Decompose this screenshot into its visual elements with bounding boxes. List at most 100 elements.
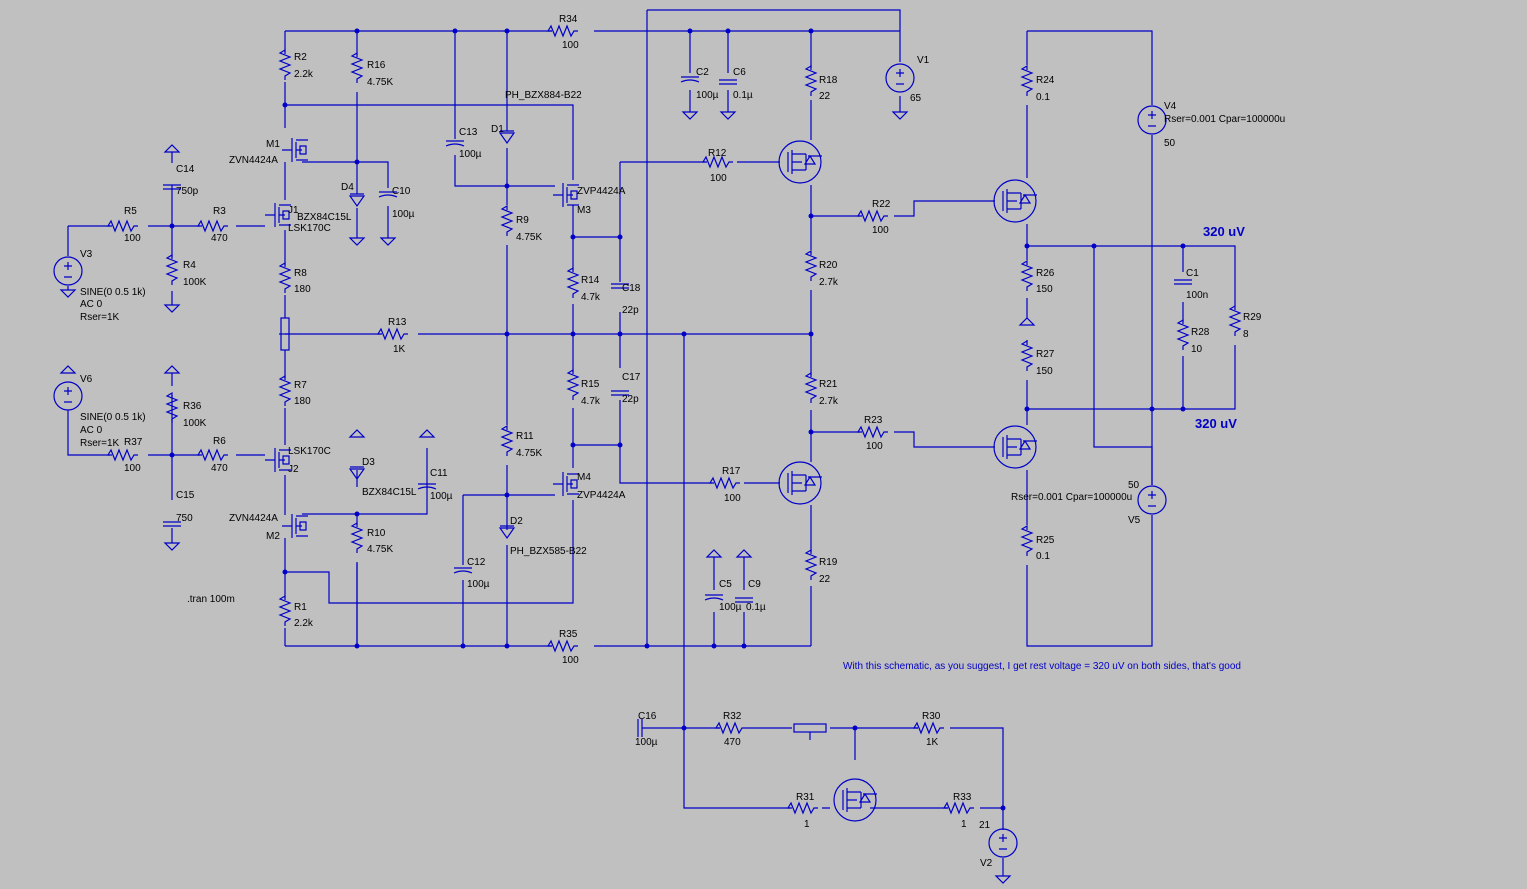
R25-name: R25 bbox=[1036, 535, 1055, 546]
R3-value: 470 bbox=[211, 233, 228, 244]
R6-value: 470 bbox=[211, 463, 228, 474]
R24-value: 0.1 bbox=[1036, 92, 1050, 103]
R17-name: R17 bbox=[722, 466, 741, 477]
R11-value: 4.75K bbox=[516, 448, 542, 459]
R21-value: 2.7k bbox=[819, 396, 839, 407]
R3-name: R3 bbox=[213, 206, 226, 217]
R31-value: 1 bbox=[804, 819, 810, 830]
capacitor-symbol bbox=[1173, 279, 1193, 285]
D4-name: D4 bbox=[341, 182, 354, 193]
C11-name: C11 bbox=[430, 468, 448, 479]
resistor-symbol bbox=[805, 250, 817, 282]
C6-value: 0.1µ bbox=[733, 90, 753, 101]
resistor-symbol bbox=[1229, 305, 1241, 337]
resistor-symbol bbox=[501, 425, 513, 457]
resistor-symbol bbox=[197, 449, 229, 461]
R23-name: R23 bbox=[864, 415, 883, 426]
resistor-symbol bbox=[197, 220, 229, 232]
zener-diode-symbol bbox=[349, 193, 365, 207]
R28-value: 10 bbox=[1191, 344, 1203, 355]
C16-value: 100µ bbox=[635, 737, 658, 748]
R5-name: R5 bbox=[124, 206, 137, 217]
R1-name: R1 bbox=[294, 602, 307, 613]
R2-name: R2 bbox=[294, 52, 307, 63]
resistor-symbol bbox=[1021, 65, 1033, 97]
R37-value: 100 bbox=[124, 463, 141, 474]
R4-value: 100K bbox=[183, 277, 207, 288]
R27-name: R27 bbox=[1036, 349, 1055, 360]
R35-value: 100 bbox=[562, 655, 579, 666]
C13-value: 100µ bbox=[459, 149, 482, 160]
R7-name: R7 bbox=[294, 380, 307, 391]
M1-name: M1 bbox=[266, 139, 280, 150]
resistor-symbol bbox=[567, 267, 579, 299]
R14-name: R14 bbox=[581, 275, 600, 286]
V4-name: V4 bbox=[1164, 101, 1177, 112]
J1-name: J1 bbox=[288, 205, 299, 216]
R19-name: R19 bbox=[819, 557, 838, 568]
resistor-symbol bbox=[857, 426, 889, 438]
R29-name: R29 bbox=[1243, 312, 1262, 323]
M2-value: ZVN4424A bbox=[229, 513, 278, 524]
M3-value: ZVP4424A bbox=[577, 186, 626, 197]
resistor-symbol bbox=[279, 595, 291, 627]
R4-name: R4 bbox=[183, 260, 196, 271]
component-labels: R34 100 R35 100 R2 2.2k R16 4.75K R1 2.2… bbox=[80, 14, 1285, 869]
resistor-symbol bbox=[351, 52, 363, 84]
resistor-symbol bbox=[1021, 340, 1033, 372]
bottom-voltage-annotation: 320 uV bbox=[1195, 416, 1237, 431]
R5-value: 100 bbox=[124, 233, 141, 244]
trimmer-pot bbox=[793, 723, 827, 733]
resistor-symbol bbox=[166, 254, 178, 286]
R17-value: 100 bbox=[724, 493, 741, 504]
resistor-symbol bbox=[1021, 525, 1033, 557]
R36-value: 100K bbox=[183, 418, 207, 429]
R33-value: 1 bbox=[961, 819, 967, 830]
R9-name: R9 bbox=[516, 215, 529, 226]
resistor-symbol bbox=[1177, 319, 1189, 351]
resistor-symbol bbox=[805, 65, 817, 97]
C11-value: 100µ bbox=[430, 491, 453, 502]
M2-name: M2 bbox=[266, 531, 280, 542]
R19-value: 22 bbox=[819, 574, 831, 585]
V4-value: 50 bbox=[1164, 138, 1176, 149]
R14-value: 4.7k bbox=[581, 292, 601, 303]
V6-rser: Rser=1K bbox=[80, 438, 120, 449]
resistor-symbol bbox=[805, 372, 817, 404]
V5-param: Rser=0.001 Cpar=100000u bbox=[1011, 492, 1132, 503]
C6-name: C6 bbox=[733, 67, 746, 78]
C15-name: C15 bbox=[176, 490, 195, 501]
R32-name: R32 bbox=[723, 711, 742, 722]
resistor-symbol bbox=[805, 549, 817, 581]
C5-value: 100µ bbox=[719, 602, 742, 613]
R23-value: 100 bbox=[866, 441, 883, 452]
R7-value: 180 bbox=[294, 396, 311, 407]
M1-value: ZVN4424A bbox=[229, 155, 278, 166]
annotations: 320 uV 320 uV With this schematic, as yo… bbox=[843, 224, 1245, 672]
R2-value: 2.2k bbox=[294, 69, 314, 80]
resistor-symbol bbox=[107, 449, 139, 461]
R21-name: R21 bbox=[819, 379, 838, 390]
resistor-symbol bbox=[279, 49, 291, 81]
R22-value: 100 bbox=[872, 225, 889, 236]
C5-name: C5 bbox=[719, 579, 732, 590]
V5-name: V5 bbox=[1128, 515, 1141, 526]
C17-value: 22p bbox=[622, 394, 639, 405]
V3-name: V3 bbox=[80, 249, 93, 260]
D2-name: D2 bbox=[510, 516, 523, 527]
resistor-symbol bbox=[547, 640, 579, 652]
resistor-symbol bbox=[351, 522, 363, 554]
J2-name: J2 bbox=[288, 464, 299, 475]
M3-name: M3 bbox=[577, 205, 591, 216]
voltage-source-symbol bbox=[53, 256, 83, 286]
resistor-symbol bbox=[279, 375, 291, 407]
C10-name: C10 bbox=[392, 186, 411, 197]
R16-name: R16 bbox=[367, 60, 386, 71]
resistor-symbol bbox=[709, 477, 741, 489]
C1-value: 100n bbox=[1186, 290, 1208, 301]
power-mosfet-symbol bbox=[778, 140, 823, 184]
M4-name: M4 bbox=[577, 472, 591, 483]
R20-value: 2.7k bbox=[819, 277, 839, 288]
R28-name: R28 bbox=[1191, 327, 1210, 338]
